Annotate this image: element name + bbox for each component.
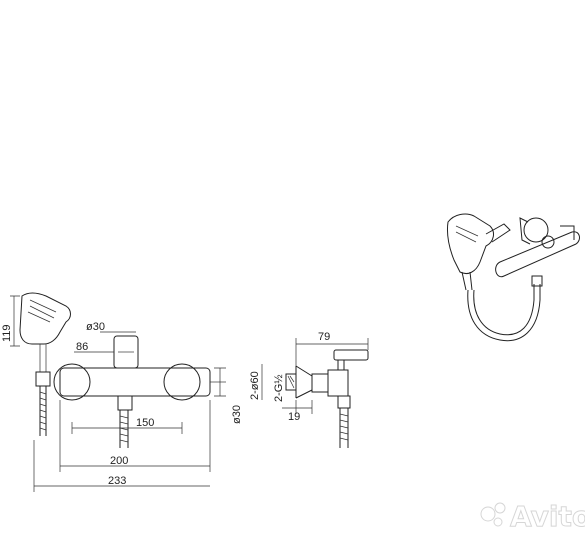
- perspective-mixer-body: [495, 231, 580, 278]
- dim-phi30-top: ø30: [86, 321, 105, 333]
- wall-flange: [295, 365, 313, 399]
- side-view: [261, 338, 369, 448]
- perspective-view: [447, 213, 580, 342]
- perspective-hand-shower: [447, 213, 494, 275]
- watermark: Avito: [480, 500, 585, 534]
- dim-79: 79: [318, 331, 330, 343]
- mixer-body: [59, 367, 211, 397]
- dim-119: 119: [1, 324, 13, 342]
- dim-phi30-side: ø30: [231, 405, 243, 424]
- mixer-end-left: [53, 363, 91, 401]
- dim-200: 200: [110, 455, 128, 467]
- watermark-text: Avito: [510, 500, 585, 533]
- mixer-end-right: [163, 363, 201, 401]
- dim-19: 19: [288, 411, 300, 423]
- dim-2phi60: 2-ø60: [249, 371, 261, 400]
- avito-logo-icon: [480, 506, 496, 522]
- dim-86: 86: [76, 341, 88, 353]
- dim-150: 150: [136, 417, 154, 429]
- perspective-hose: [467, 284, 541, 342]
- hose-left: [39, 386, 47, 436]
- front-view: [10, 292, 226, 492]
- dim-2g12: 2-G½: [273, 374, 285, 402]
- hand-shower: [19, 292, 71, 345]
- dim-233: 233: [108, 475, 126, 487]
- side-handle: [333, 349, 369, 361]
